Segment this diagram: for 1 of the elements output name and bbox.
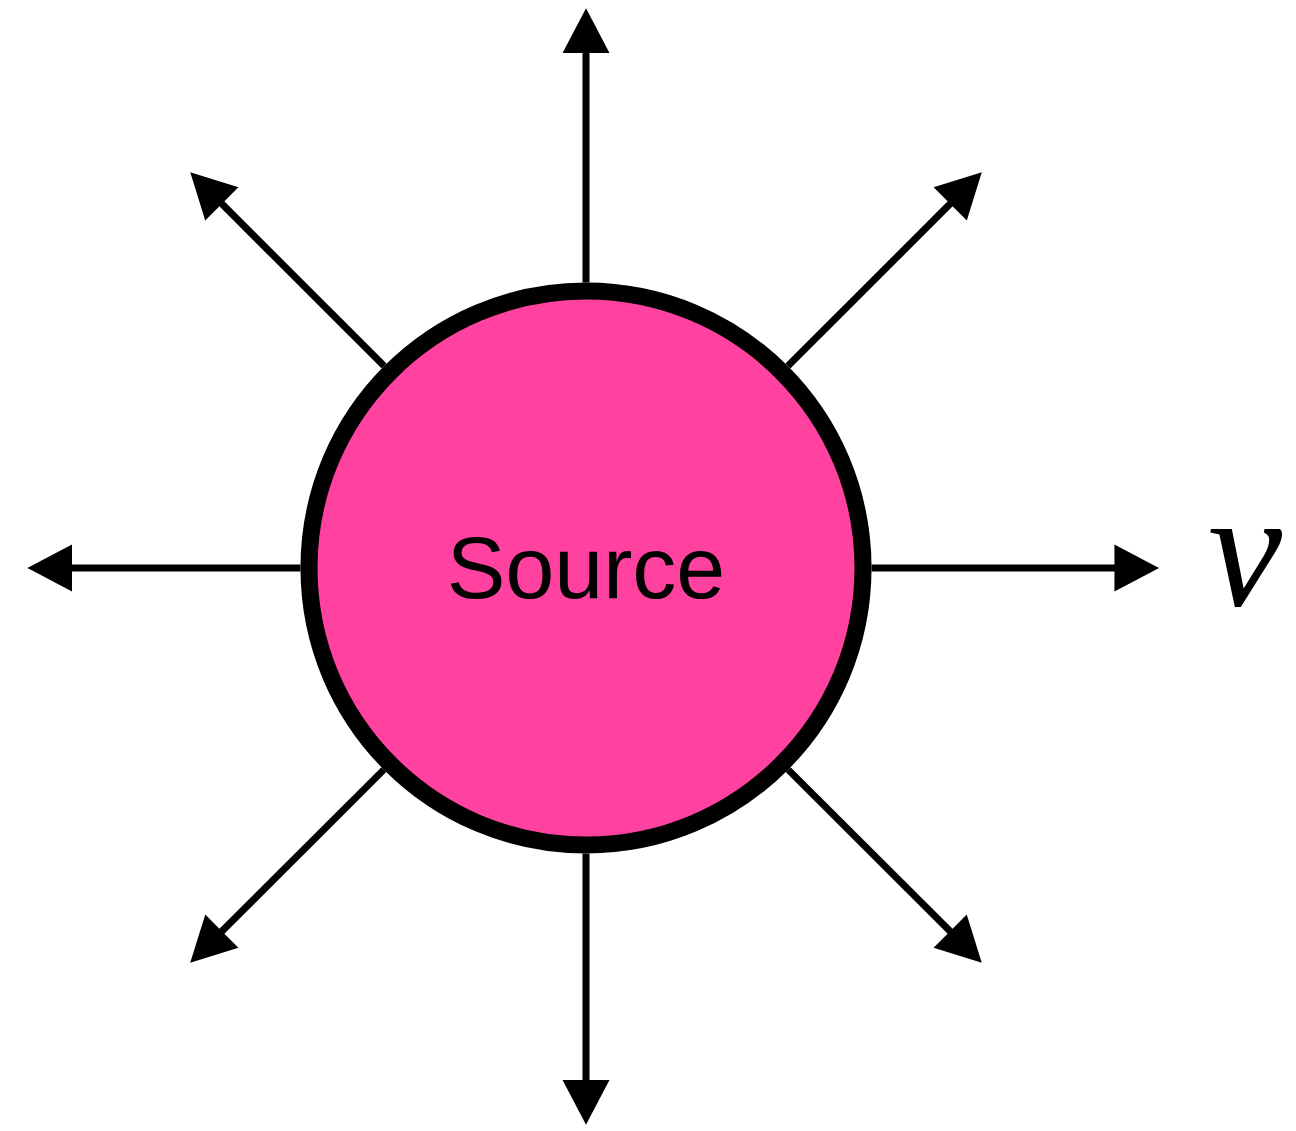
symbol-label: ν xyxy=(1210,528,1283,608)
